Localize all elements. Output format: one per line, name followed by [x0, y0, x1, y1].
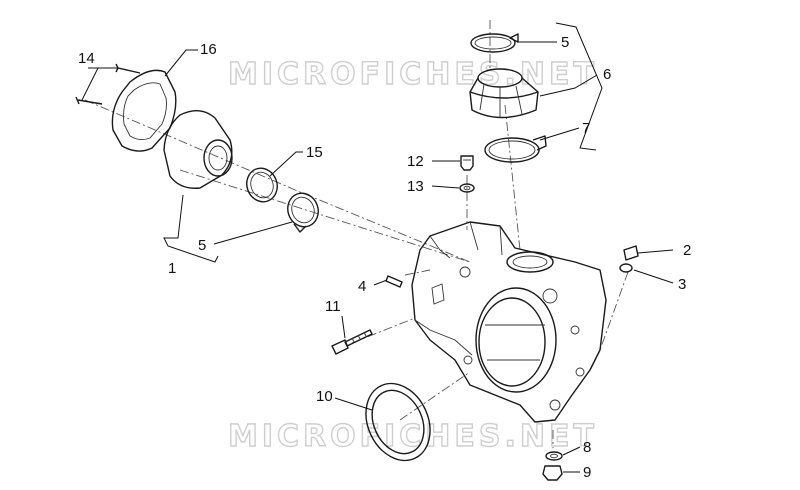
- bolt-part-11: [331, 329, 373, 355]
- rubber-boot-part-6: [469, 68, 539, 119]
- callout-9: 9: [583, 464, 591, 481]
- drain-plug-part-9: [542, 465, 563, 481]
- assembly-axes: [84, 20, 629, 448]
- callout-12: 12: [407, 153, 424, 170]
- hose-clamp-top-part-5: [470, 33, 519, 53]
- leader-lines: [81, 41, 674, 473]
- oring-part-10: [365, 382, 431, 462]
- callout-7: 7: [582, 120, 590, 137]
- callout-8: 8: [583, 439, 591, 456]
- callout-16: 16: [200, 41, 217, 58]
- callout-10: 10: [316, 388, 333, 405]
- washer-part-8: [545, 451, 563, 461]
- callout-2: 2: [683, 242, 691, 259]
- hose-clamp-left-part-5: [287, 192, 319, 233]
- callout-6: 6: [603, 66, 611, 83]
- intake-boot-part-1: [163, 110, 233, 189]
- washer-part-3: [619, 263, 633, 273]
- gearbox-housing: [411, 221, 607, 423]
- plug-part-2: [623, 245, 639, 261]
- callout-5-left: 5: [198, 237, 206, 254]
- large-clamp-part-7: [484, 135, 547, 163]
- fitting-part-12: [460, 155, 474, 171]
- callout-15: 15: [306, 144, 323, 161]
- clamp-ring-part-15: [246, 167, 278, 203]
- callout-5-top: 5: [561, 34, 569, 51]
- watermark-top: MICROFICHES.NET: [228, 57, 598, 92]
- screw-part-14: [75, 63, 141, 105]
- callout-14: 14: [78, 50, 95, 67]
- flange-frame-part-16: [111, 69, 177, 152]
- callout-3: 3: [678, 276, 686, 293]
- callout-labels: 1 2 3 4 5 5 6 7 8 9 10 11 12 13 14 16 15: [78, 34, 691, 481]
- callout-4: 4: [358, 278, 366, 295]
- callout-11: 11: [325, 298, 341, 315]
- callout-1: 1: [168, 260, 176, 277]
- group-brackets: [163, 22, 603, 263]
- callout-13: 13: [407, 178, 424, 195]
- watermark-bottom: MICROFICHES.NET: [228, 419, 598, 454]
- pin-part-4: [385, 275, 403, 288]
- washer-part-13: [459, 183, 475, 193]
